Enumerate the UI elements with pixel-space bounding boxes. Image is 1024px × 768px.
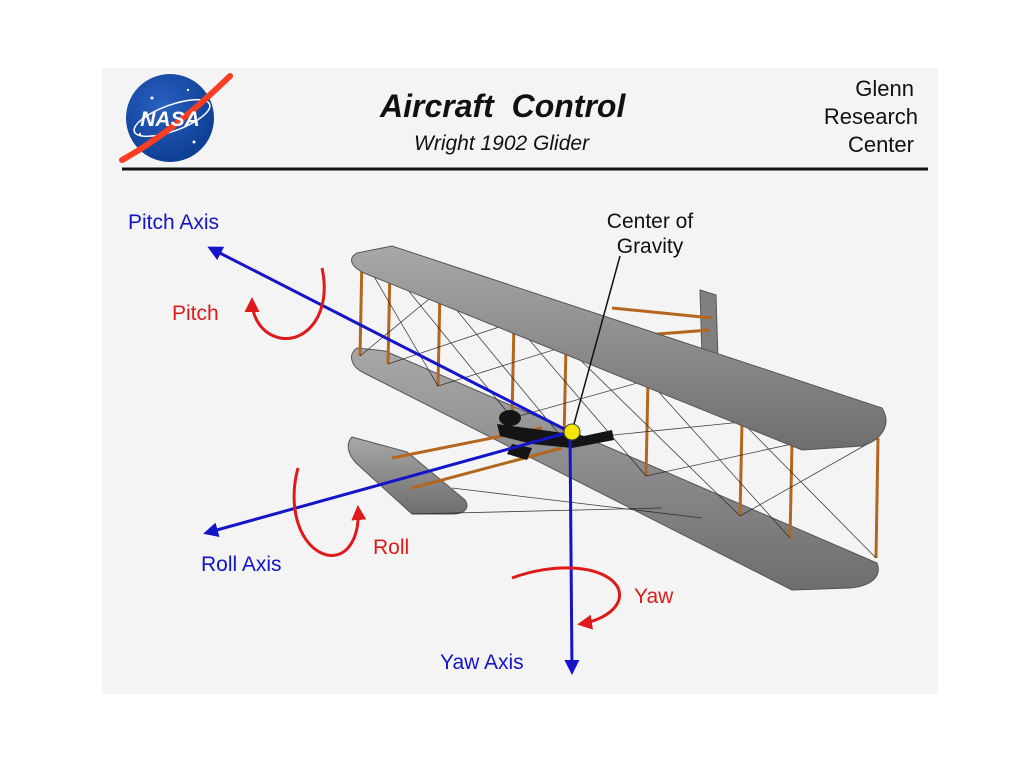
rotation-arrows: [244, 267, 621, 630]
wright-glider: [347, 245, 887, 591]
roll-label: Roll: [373, 536, 409, 559]
roll-axis-arrow: [203, 430, 571, 538]
pitch-axis-label: Pitch Axis: [128, 211, 219, 234]
page-title: Aircraft Control: [379, 88, 626, 124]
front-elevator: [347, 436, 468, 515]
center-name-line3: Center: [848, 132, 914, 157]
nasa-logo-text: NASA: [140, 108, 200, 131]
roll-axis-label: Roll Axis: [201, 553, 282, 576]
cg-label-line2: Gravity: [617, 235, 684, 258]
pitch-rotation-arrow: [244, 267, 326, 341]
yaw-axis-label: Yaw Axis: [440, 651, 524, 674]
lower-wing: [351, 347, 879, 591]
yaw-label: Yaw: [634, 585, 674, 608]
center-name-line2: Research: [824, 104, 918, 129]
center-of-gravity-dot: [563, 423, 581, 441]
pitch-label: Pitch: [172, 302, 219, 325]
yaw-axis-arrow: [564, 431, 580, 675]
center-name-line1: Glenn: [855, 76, 914, 101]
diagram-panel: NASA Aircraft Control Wright 1902 Glider…: [102, 68, 938, 694]
cg-pointer: [573, 255, 621, 425]
upper-wing: [351, 245, 887, 451]
cg-label-line1: Center of: [607, 210, 694, 233]
axes: [203, 246, 621, 675]
pitch-axis-arrow: [207, 246, 571, 434]
page-subtitle: Wright 1902 Glider: [414, 132, 590, 155]
yaw-rotation-arrow: [511, 566, 621, 630]
nasa-logo: NASA: [119, 73, 233, 163]
roll-rotation-arrow: [292, 467, 367, 557]
